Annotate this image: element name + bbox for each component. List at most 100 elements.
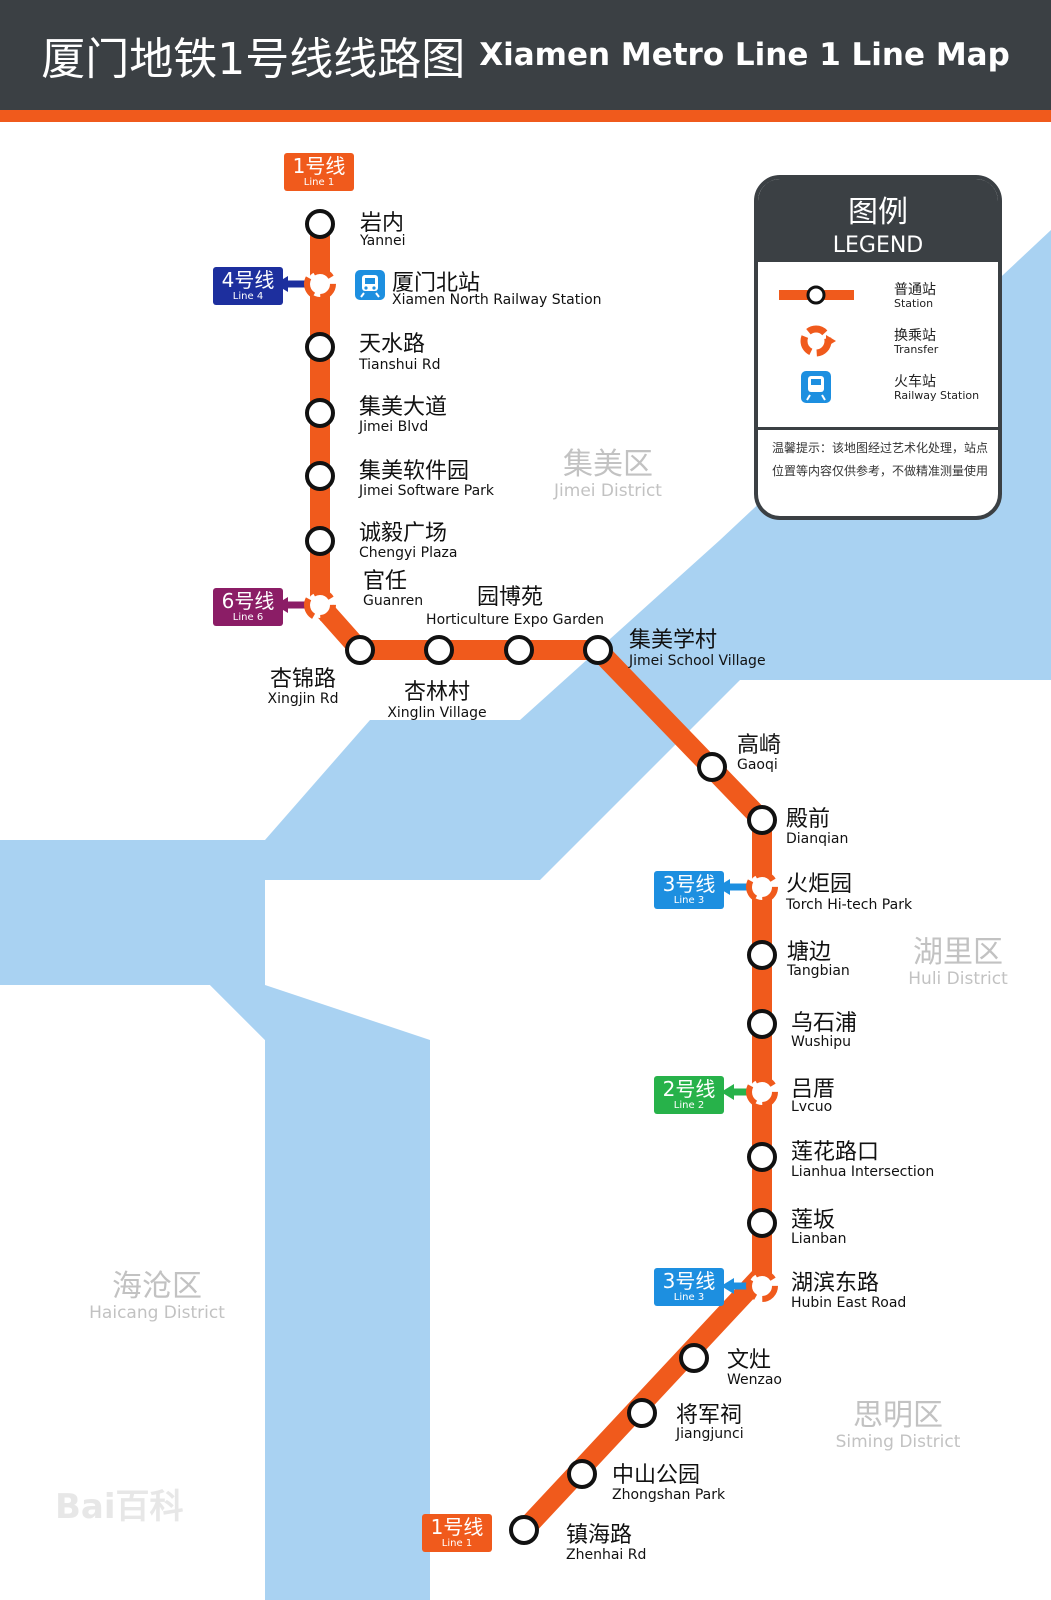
label-guanren-zh: 官任 bbox=[363, 569, 407, 594]
station-marker bbox=[583, 635, 613, 665]
label-yannei-en: Yannei bbox=[359, 233, 405, 249]
district-huli: 湖里区 bbox=[913, 935, 1003, 970]
station-marker bbox=[305, 461, 335, 491]
station-marker bbox=[305, 209, 335, 239]
legend-title-en: LEGEND bbox=[832, 233, 924, 258]
legend-station-zh: 普通站 bbox=[894, 282, 936, 298]
legend-item-transfer: 换乘站 Transfer bbox=[758, 321, 998, 361]
legend-transfer-en: Transfer bbox=[894, 343, 939, 356]
label-xinglin-zh: 杏林村 bbox=[404, 680, 470, 705]
badge-line4-en: Line 4 bbox=[232, 291, 264, 302]
water-bodies bbox=[0, 230, 1051, 1600]
station-marker bbox=[747, 1009, 777, 1039]
label-dianqian-en: Dianqian bbox=[786, 831, 848, 847]
station-icon bbox=[779, 285, 854, 305]
label-wenzao-en: Wenzao bbox=[727, 1372, 782, 1388]
label-lvcuo-zh: 吕厝 bbox=[791, 1077, 835, 1102]
district-jimei: 集美区 bbox=[563, 447, 653, 482]
badge-line1-north-en: Line 1 bbox=[303, 177, 335, 188]
transfer-station-marker bbox=[746, 1076, 778, 1108]
station-marker bbox=[305, 332, 335, 362]
station-marker bbox=[747, 1142, 777, 1172]
baidu-watermark: Bai百科 bbox=[55, 1487, 184, 1527]
transfer-arrow-line2 bbox=[721, 1084, 734, 1100]
label-jimei-software-en: Jimei Software Park bbox=[358, 483, 495, 499]
badge-line2-en: Line 2 bbox=[673, 1100, 705, 1111]
label-guanren-en: Guanren bbox=[363, 593, 423, 609]
label-expo-en: Horticulture Expo Garden bbox=[426, 612, 604, 628]
label-gaoqi-zh: 高崎 bbox=[737, 733, 781, 758]
badge-line3-hubin: 3号线 Line 3 bbox=[654, 1268, 724, 1306]
district-haicang: 海沧区 bbox=[112, 1269, 202, 1304]
label-expo-zh: 园博苑 bbox=[477, 585, 543, 610]
transfer-station-marker bbox=[746, 871, 778, 903]
label-chengyi-zh: 诚毅广场 bbox=[359, 521, 447, 546]
label-jimei-software-zh: 集美软件园 bbox=[359, 459, 469, 484]
label-wenzao-zh: 文灶 bbox=[727, 1348, 771, 1373]
label-zhongshan-zh: 中山公园 bbox=[612, 1463, 700, 1488]
water-strait-diagonal bbox=[0, 230, 1051, 985]
badge-line3-torch-zh: 3号线 bbox=[662, 872, 716, 896]
label-dianqian-zh: 殿前 bbox=[786, 807, 830, 832]
label-tianshui-en: Tianshui Rd bbox=[358, 357, 440, 373]
label-chengyi-en: Chengyi Plaza bbox=[359, 545, 458, 561]
header-bar bbox=[0, 0, 1051, 110]
badge-line1-south-en: Line 1 bbox=[441, 1538, 473, 1549]
label-tangbian-zh: 塘边 bbox=[787, 940, 831, 965]
label-xiamen-north-en: Xiamen North Railway Station bbox=[392, 292, 602, 308]
label-zhenhai-zh: 镇海路 bbox=[566, 1523, 632, 1548]
badge-line1-north: 1号线 Line 1 bbox=[284, 153, 354, 191]
badge-line3-torch-en: Line 3 bbox=[673, 895, 705, 906]
label-xinglin-en: Xinglin Village bbox=[387, 705, 486, 721]
station-marker bbox=[509, 1515, 539, 1545]
station-marker bbox=[305, 398, 335, 428]
label-jiangjunci-en: Jiangjunci bbox=[675, 1426, 744, 1442]
label-zhenhai-en: Zhenhai Rd bbox=[566, 1547, 646, 1563]
label-lianban-en: Lianban bbox=[791, 1231, 846, 1247]
station-marker bbox=[345, 635, 375, 665]
station-marker bbox=[747, 940, 777, 970]
transfer-station-marker bbox=[746, 1270, 778, 1302]
transfer-station-marker bbox=[304, 268, 336, 300]
station-marker bbox=[747, 1208, 777, 1238]
station-marker bbox=[747, 805, 777, 835]
label-torch-en: Torch Hi-tech Park bbox=[785, 897, 913, 913]
label-torch-zh: 火炬园 bbox=[786, 872, 852, 897]
legend-station-en: Station bbox=[894, 297, 934, 310]
station-marker bbox=[697, 752, 727, 782]
svg-text:Bai百科: Bai百科 bbox=[55, 1487, 184, 1527]
badge-line4-zh: 4号线 bbox=[221, 268, 275, 292]
label-jimei-school-zh: 集美学村 bbox=[629, 628, 717, 653]
station-marker bbox=[627, 1398, 657, 1428]
station-marker bbox=[305, 526, 335, 556]
station-marker bbox=[424, 635, 454, 665]
district-haicang-en: Haicang District bbox=[89, 1303, 225, 1323]
badge-line6-en: Line 6 bbox=[232, 612, 264, 623]
label-xingjin-zh: 杏锦路 bbox=[270, 667, 336, 692]
badge-line4: 4号线 Line 4 bbox=[213, 267, 283, 305]
legend-note: 温馨提示：该地图经过艺术化处理，站点位置等内容仅供参考，不做精准测量使用 bbox=[772, 441, 989, 478]
label-lianhua-en: Lianhua Intersection bbox=[791, 1164, 934, 1180]
label-wushipu-en: Wushipu bbox=[791, 1034, 851, 1050]
label-xingjin-en: Xingjin Rd bbox=[268, 691, 339, 707]
label-xiamen-north-zh: 厦门北站 bbox=[392, 271, 480, 296]
transfer-icon bbox=[800, 325, 836, 357]
station-marker bbox=[679, 1343, 709, 1373]
title-chinese: 厦门地铁1号线线路图 bbox=[41, 34, 466, 85]
legend-item-station: 普通站 Station bbox=[758, 275, 998, 315]
badge-line1-south: 1号线 Line 1 bbox=[422, 1514, 492, 1552]
district-labels: 集美区 Jimei District 湖里区 Huli District 海沧区… bbox=[89, 447, 1008, 1452]
transfer-arrow-line3b bbox=[721, 1278, 734, 1294]
station-marker bbox=[567, 1459, 597, 1489]
legend-railway-en: Railway Station bbox=[894, 389, 980, 402]
station-marker bbox=[504, 635, 534, 665]
label-lianhua-zh: 莲花路口 bbox=[791, 1140, 879, 1165]
label-jimei-blvd-en: Jimei Blvd bbox=[358, 419, 428, 435]
legend-divider bbox=[758, 427, 998, 430]
header-stripe bbox=[0, 110, 1051, 122]
badge-line3-hubin-en: Line 3 bbox=[673, 1292, 705, 1303]
label-lvcuo-en: Lvcuo bbox=[791, 1099, 832, 1115]
badge-line1-south-zh: 1号线 bbox=[430, 1515, 484, 1539]
badge-line3-hubin-zh: 3号线 bbox=[662, 1269, 716, 1293]
